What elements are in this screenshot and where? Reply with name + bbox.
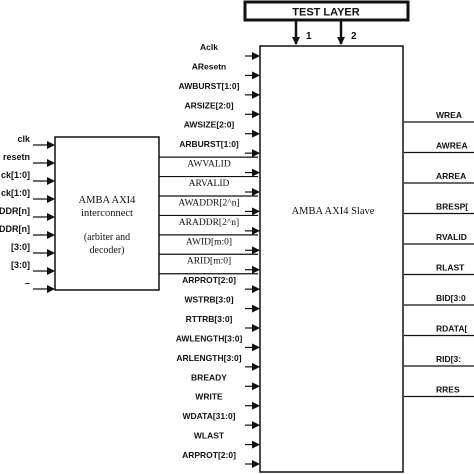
slave-output-label-wrea: WREA xyxy=(436,110,462,120)
slave-output-label-rid-3: RID[3: xyxy=(436,354,461,364)
slave-input-label-awid-m-0: AWID[m:0] xyxy=(186,237,232,247)
test-port-2-label: 2 xyxy=(351,31,357,42)
slave-input-label-arprot-2-0: ARPROT[2:0] xyxy=(182,450,236,460)
interconnect-title-line1: AMBA AXI4 xyxy=(79,195,137,206)
slave-output-label-awrea: AWREA xyxy=(436,141,468,151)
slave-input-label-awvalid: AWVALID xyxy=(187,160,231,170)
slave-input-label-write: WRITE xyxy=(195,392,223,402)
interconnect-left-signals: clk resetn ck[1:0] ck[1:0] DDR[n] DDR[n] [3:0]… xyxy=(0,134,55,293)
slave-input-label-wdata-31-0: WDATA[31:0] xyxy=(182,411,235,421)
slave-input-label-awaddr-2-n: AWADDR[2^n] xyxy=(178,198,239,208)
slave-output-label-rdata: RDATA[ xyxy=(436,324,467,334)
interconnect-block: AMBA AXI4 interconnect (arbiter and deco… xyxy=(54,136,160,291)
slave-output-label-bid-3-0: BID[3:0 xyxy=(436,293,466,303)
slave-input-label-awlength-3-0: AWLENGTH[3:0] xyxy=(176,333,243,343)
slave-output-label-rres: RRES xyxy=(436,385,460,395)
slave-input-label-arprot-2-0: ARPROT[2:0] xyxy=(182,275,236,285)
test-port-1-label: 1 xyxy=(306,31,312,42)
test-layer-box xyxy=(243,0,410,22)
slave-input-label-awburst-1-0: AWBURST[1:0] xyxy=(179,81,240,91)
slave-input-label-araddr-2-n: ARADDR[2^n] xyxy=(179,218,239,228)
interconnect-signal-label: DDR[n] xyxy=(0,206,30,216)
slave-input-label-arvalid: ARVALID xyxy=(189,179,230,189)
slave-input-label-rttrb-3-0: RTTRB[3:0] xyxy=(186,314,233,324)
test-layer-label: TEST LAYER xyxy=(292,7,359,19)
slave-input-label-wstrb-3-0: WSTRB[3:0] xyxy=(184,295,233,305)
slave-input-label-awsize-2-0: AWSIZE[2:0] xyxy=(184,120,235,130)
interconnect-signal-label: DDR[n] xyxy=(0,224,30,234)
slave-output-signals: WREA AWREA ARREA BRESP[ RVALID RLAST BID[3:0RD… xyxy=(404,110,474,398)
slave-input-label-arlength-3-0: ARLENGTH[3:0] xyxy=(176,353,241,363)
interconnect-box xyxy=(54,136,160,291)
slave-output-label-rlast: RLAST xyxy=(436,263,465,273)
interconnect-signal-label: clk xyxy=(17,134,31,144)
slave-input-label-aresetn: AResetn xyxy=(192,61,226,71)
interconnect-signal-label: – xyxy=(25,278,30,288)
slave-input-label-aclk: Aclk xyxy=(200,42,218,52)
slave-output-label-bresp: BRESP[ xyxy=(436,202,468,212)
interconnect-signal-label: ck[1:0] xyxy=(1,170,30,180)
interconnect-title-line2: interconnect xyxy=(81,208,133,219)
test-layer-block: TEST LAYER 1 2 xyxy=(243,0,410,45)
interconnect-signal-label: [3:0] xyxy=(11,260,30,270)
slave-output-label-rvalid: RVALID xyxy=(436,232,467,242)
interconnect-note-line1: (arbiter and xyxy=(84,232,130,243)
interconnect-note-line2: decoder) xyxy=(90,245,125,256)
slave-box xyxy=(259,45,404,473)
interconnect-signal-label: ck[1:0] xyxy=(1,188,30,198)
slave-input-label-wlast: WLAST xyxy=(194,431,225,441)
slave-input-label-arid-m-0: ARID[m:0] xyxy=(187,257,231,267)
slave-input-label-bready: BREADY xyxy=(191,372,227,382)
interconnect-signal-label: resetn xyxy=(3,152,30,162)
slave-output-label-arrea: ARREA xyxy=(436,171,466,181)
interconnect-signal-label: [3:0] xyxy=(11,242,30,252)
slave-title: AMBA AXI4 Slave xyxy=(292,206,375,217)
slave-block: AMBA AXI4 Slave xyxy=(259,45,404,473)
slave-input-label-arsize-2-0: ARSIZE[2:0] xyxy=(184,100,233,110)
slave-input-label-arburst-1-0: ARBURST[1:0] xyxy=(179,139,239,149)
